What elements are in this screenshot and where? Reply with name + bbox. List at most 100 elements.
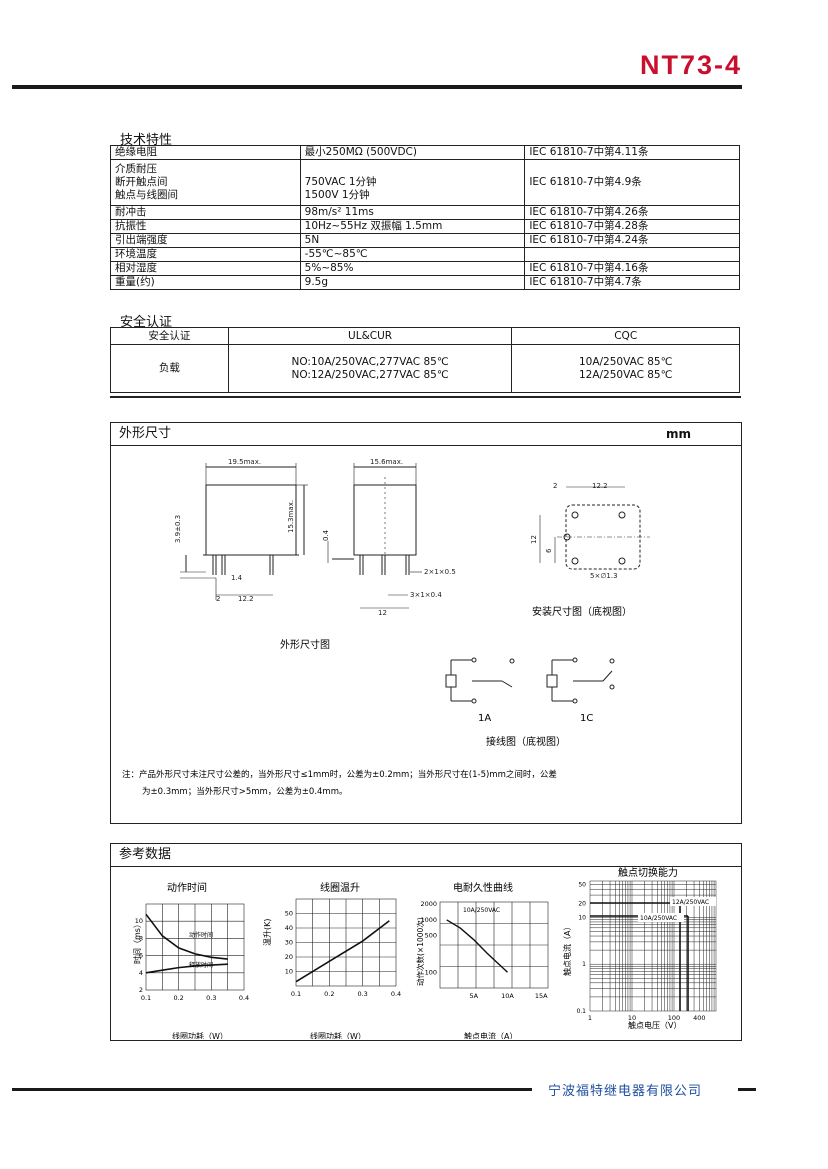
spec-row: 绝缘电阻最小250MΩ (500VDC)IEC 61810-7中第4.11条 [110, 145, 740, 160]
spec-value: 750VAC 1分钟 1500V 1分钟 [299, 159, 526, 206]
company-name: 宁波福特继电器有限公司 [548, 1084, 703, 1099]
chart4-title: 触点切换能力 [618, 866, 678, 879]
chart2-series [295, 920, 390, 983]
ul-line-1: NO:10A/250VAC,277VAC 85℃ [291, 355, 449, 368]
spec-name: 绝缘电阻 [110, 145, 301, 160]
x-tick-label: 0.4 [391, 990, 401, 998]
dim-width-front: 19.5max. [228, 458, 261, 466]
mount-dim-6: 6 [545, 548, 553, 553]
wiring-1a-label: 1A [478, 713, 491, 724]
spec-standard [524, 247, 740, 262]
dim-pin-a: 2×1×0.5 [424, 568, 456, 576]
cqc-line-1: 10A/250VAC 85℃ [578, 355, 673, 368]
front-view-body [205, 484, 297, 556]
chart1-series-release [145, 963, 228, 974]
mount-dim-12-2: 12.2 [592, 482, 608, 490]
chart4-label1-bg [670, 897, 716, 906]
x-tick-label: 0.1 [141, 994, 151, 1002]
y-tick-label: 40 [285, 924, 293, 932]
chart4-label2-bg [638, 913, 684, 922]
spec-standard: IEC 61810-7中第4.26条 [524, 205, 740, 220]
chart1-ylabel: 时间（ms） [132, 920, 142, 964]
tech-section-title: 技术特性 [120, 133, 173, 148]
y-tick-label: 1000 [420, 916, 437, 924]
y-tick-label: 100 [425, 968, 437, 976]
x-tick-label: 0.4 [239, 994, 249, 1002]
safety-section-title: 安全认证 [120, 315, 173, 330]
dimensions-panel: 外形尺寸 mm [110, 422, 742, 824]
dim-pin-b: 3×1×0.4 [410, 591, 442, 599]
y-tick-label: 20 [578, 900, 586, 907]
x-tick-label: 0.2 [324, 990, 334, 998]
x-tick-label: 400 [693, 1014, 705, 1022]
spec-standard: IEC 61810-7中第4.24条 [524, 233, 740, 248]
note-line-2: 为±0.3mm；当外形尺寸>5mm，公差为±0.4mm。 [142, 786, 348, 797]
y-tick-label: 50 [285, 910, 293, 918]
chart4-xlabel: 触点电压（V） [628, 1020, 681, 1030]
wiring-1a [445, 657, 515, 704]
spec-value: 98m/s² 11ms [299, 205, 526, 220]
y-tick-label: 6 [139, 952, 143, 960]
mount-caption: 安装尺寸图（底视图） [532, 605, 632, 618]
y-tick-label: 8 [139, 934, 143, 942]
dimensions-drawing: 19.5max. 15.6max. 15.3max. 3.9±0.3 0.4 1… [122, 458, 650, 797]
dim-2: 2 [216, 595, 220, 603]
y-tick-label: 500 [425, 932, 437, 940]
chart4-series2-label: 10A/250VAC [640, 915, 677, 922]
wiring-caption: 接线图（底视图） [486, 735, 566, 748]
spec-row: 环境温度-55℃~85℃ [110, 247, 740, 262]
x-tick-label: 0.1 [291, 990, 301, 998]
reference-header: 参考数据 [111, 844, 741, 867]
spec-name: 相对湿度 [110, 261, 301, 276]
y-tick-label: 1 [582, 961, 586, 968]
spec-name: 抗振性 [110, 219, 301, 234]
x-tick-label: 10 [628, 1014, 636, 1022]
spec-name: 重量(约) [110, 275, 301, 290]
safety-header-cqc: CQC [511, 327, 740, 345]
y-tick-label: 2000 [420, 900, 437, 908]
spec-name: 引出端强度 [110, 233, 301, 248]
dim-thickness: 0.4 [322, 529, 330, 541]
tech-spec-table: 绝缘电阻最小250MΩ (500VDC)IEC 61810-7中第4.11条介质… [110, 145, 740, 290]
safety-table: 安全认证 UL&CUR CQC 负载 NO:10A/250VAC,277VAC … [110, 327, 740, 393]
chart1-series-action [145, 913, 228, 960]
spec-value: 5%~85% [299, 261, 526, 276]
unit-label: mm [665, 427, 691, 441]
chart3-ylabel: 动作次数(×1000次) [415, 917, 425, 986]
dim-height: 15.3max. [287, 500, 295, 533]
chart3-title: 电耐久性曲线 [453, 881, 513, 894]
dim-12-2: 12.2 [238, 595, 254, 603]
dim-12: 12 [378, 609, 387, 617]
y-tick-label: 30 [285, 939, 293, 947]
mount-hole-dim: 5×∅1.3 [590, 572, 618, 580]
side-view-body [353, 484, 417, 556]
wiring-1c-label: 1C [580, 713, 593, 724]
y-tick-label: 50 [578, 882, 586, 889]
y-tick-label: 10 [285, 968, 293, 976]
y-tick-label: 2 [139, 986, 143, 994]
cqc-line-2: 12A/250VAC 85℃ [578, 368, 673, 381]
safety-cqc-values: 10A/250VAC 85℃ 12A/250VAC 85℃ [511, 344, 740, 393]
spec-value: 10Hz~55Hz 双振幅 1.5mm [299, 219, 526, 234]
x-tick-label: 100 [668, 1014, 680, 1022]
safety-load-label: 负载 [110, 344, 229, 393]
model-title: NT73-4 [639, 50, 742, 80]
chart1-series1-label: 动作时间 [189, 931, 213, 939]
mount-dim-2: 2 [553, 482, 557, 490]
x-tick-label: 0.2 [173, 994, 183, 1002]
dim-clearance: 3.9±0.3 [174, 515, 182, 543]
reference-panel: 参考数据 [110, 843, 742, 1041]
reference-title: 参考数据 [119, 847, 172, 862]
wiring-1c [546, 657, 615, 704]
chart3-series [446, 919, 508, 973]
footer-rule-right [738, 1088, 756, 1091]
y-tick-label: 10 [578, 914, 586, 921]
safety-header-cert: 安全认证 [110, 327, 229, 345]
